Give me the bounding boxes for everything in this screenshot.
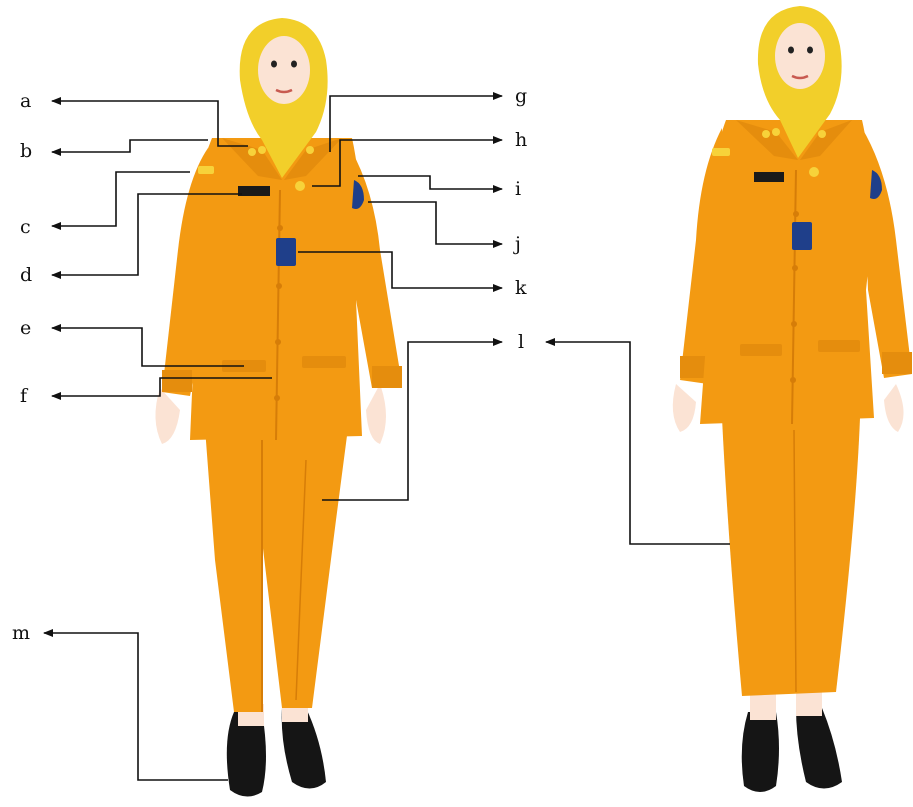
skirt — [722, 418, 860, 696]
leader-lines — [44, 96, 730, 780]
label-k: k — [515, 279, 527, 298]
label-a: a — [20, 92, 31, 111]
label-g: g — [515, 87, 527, 106]
jacket — [700, 120, 874, 424]
label-f: f — [20, 387, 27, 406]
trousers — [205, 428, 348, 712]
label-i: i — [515, 180, 521, 199]
label-l: l — [518, 333, 524, 352]
line-b — [52, 140, 208, 152]
face — [258, 36, 310, 104]
line-j — [368, 202, 502, 244]
left-shoe-icon — [742, 712, 779, 792]
figure-pants-icon — [155, 18, 402, 797]
label-b: b — [20, 142, 32, 161]
label-e: e — [20, 319, 31, 338]
right-pocket-flap — [302, 356, 346, 368]
figure-skirt-icon — [673, 6, 912, 792]
line-m — [44, 633, 228, 780]
line-i — [358, 176, 502, 189]
right-shoe-icon — [796, 708, 842, 789]
line-h — [312, 140, 502, 186]
name-tag-icon — [238, 186, 270, 196]
id-card-icon — [276, 238, 296, 266]
label-m: m — [12, 624, 30, 643]
line-g — [330, 96, 502, 152]
collar-pin-icon — [248, 148, 256, 156]
label-j: j — [515, 235, 521, 254]
label-d: d — [20, 266, 32, 285]
label-c: c — [20, 218, 31, 237]
label-h: h — [515, 131, 527, 150]
line-c — [52, 172, 190, 226]
